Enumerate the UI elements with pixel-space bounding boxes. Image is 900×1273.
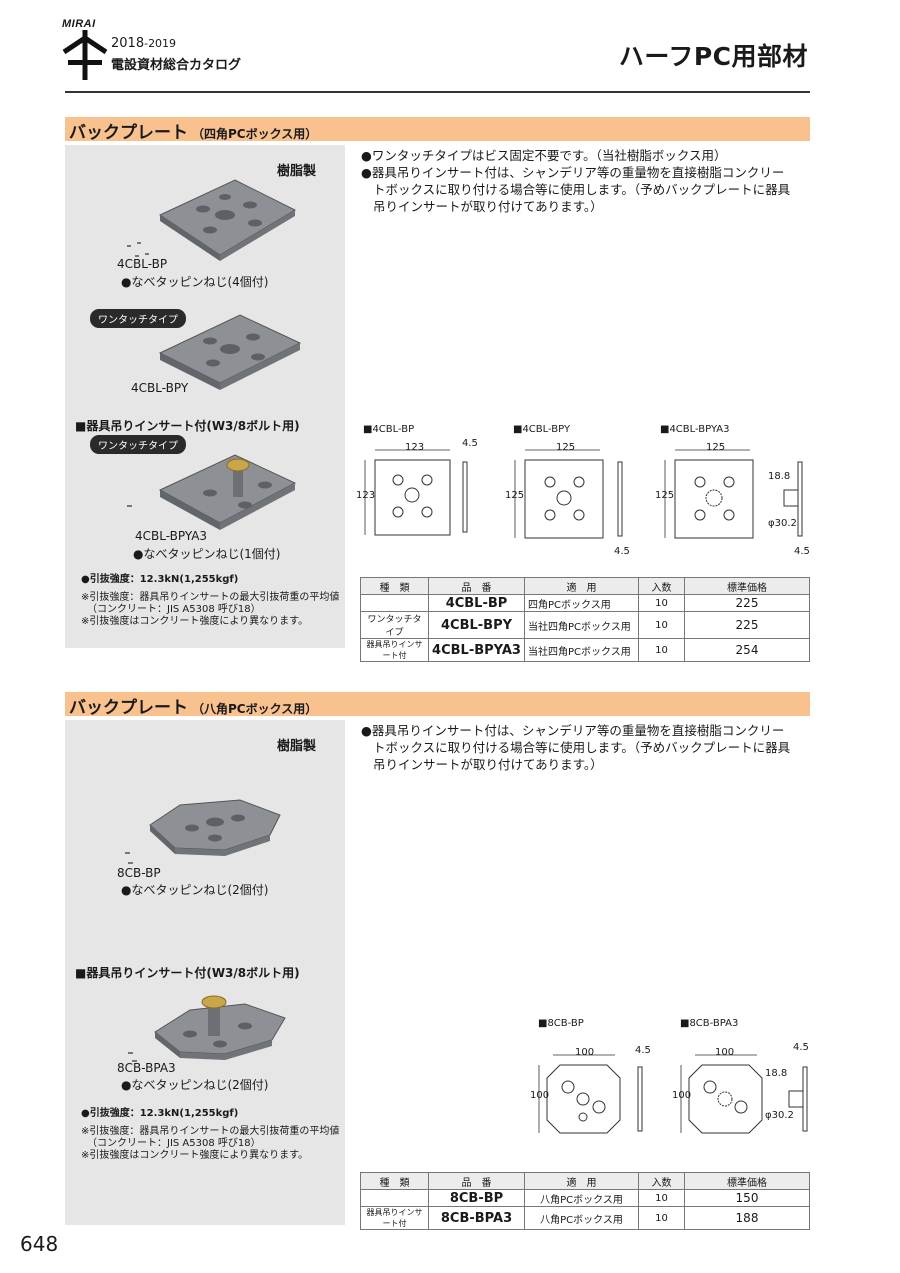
dim-100-side-b: 100 <box>672 1090 692 1101</box>
plate-8cb-bpa3-image <box>128 995 286 1062</box>
section2-bullet-3: 吊りインサートが取り付けてあります。） <box>373 757 603 772</box>
dim-188-a: 18.8 <box>768 471 791 482</box>
section2-note-3: ※引抜強度はコンクリート強度により異なります。 <box>81 1150 309 1161</box>
section2-title: バックプレート（八角PCボックス用） <box>69 698 318 718</box>
section2-bullet-2: トボックスに取り付ける場合等に使用します。（予めバックプレートに器具 <box>373 740 791 755</box>
table-row: ワンタッチタイプ 4CBL-BPY 当社四角PCボックス用 10 225 <box>360 611 810 639</box>
section1-bullet-3: トボックスに取り付ける場合等に使用します。（予めバックプレートに器具 <box>373 182 791 197</box>
section1-bullet-4: 吊りインサートが取り付けてあります。） <box>373 199 603 214</box>
section2-note-strength: ●引抜強度：12.3kN(1,255kgf) <box>81 1108 239 1119</box>
section2-title-bar: バックプレート（八角PCボックス用） <box>65 692 810 718</box>
section1-badge-onetouch: ワンタッチタイプ <box>90 309 186 328</box>
logo-text: MIRAI <box>62 18 96 30</box>
section1-title-bar: バックプレート（四角PCボックス用） <box>65 117 810 143</box>
section2-note-2: （コンクリート：JIS A5308 呼び18） <box>87 1138 261 1149</box>
dim-123-side: 123 <box>356 490 376 501</box>
section1-note-1: ※引抜強度：器具吊りインサートの最大引抜荷重の平均値 <box>81 592 340 603</box>
header-divider <box>65 91 810 93</box>
diagram-4cbl-bpy <box>514 449 623 539</box>
col-type: 種 類 <box>360 577 429 595</box>
dim-125-top-b: 125 <box>706 442 726 453</box>
dim-45-a: 4.5 <box>462 438 478 449</box>
table-row: 8CB-BP 八角PCボックス用 10 150 <box>360 1189 810 1207</box>
dim-125-side-b: 125 <box>655 490 675 501</box>
col-use: 適 用 <box>524 1172 639 1190</box>
dim-302-b: φ30.2 <box>765 1110 794 1121</box>
catalog-title: 電設資材総合カタログ <box>111 58 242 73</box>
section2-note-1: ※引抜強度：器具吊りインサートの最大引抜荷重の平均値 <box>81 1126 340 1137</box>
section1-diagram-label-3: ■4CBL-BPYA3 <box>660 424 730 435</box>
diagram-8cb-bp <box>538 1054 643 1134</box>
section1-diagram-label-1: ■4CBL-BP <box>363 424 415 435</box>
dim-125-top-a: 125 <box>556 442 576 453</box>
section1-p2-code: 4CBL-BPY <box>131 381 189 395</box>
col-code: 品 番 <box>428 577 525 595</box>
section1-title: バックプレート（四角PCボックス用） <box>69 123 318 143</box>
page-title: ハーフPC用部材 <box>618 42 808 71</box>
diagram-4cbl-bp <box>364 449 468 536</box>
diagram-8cb-bpa3 <box>680 1054 808 1134</box>
section1-diagram-label-2: ■4CBL-BPY <box>513 424 571 435</box>
section1-note-2: （コンクリート：JIS A5308 呼び18） <box>87 604 261 615</box>
section1-note-strength: ●引抜強度：12.3kN(1,255kgf) <box>81 574 239 585</box>
table-row: 器具吊りインサート付 8CB-BPA3 八角PCボックス用 10 188 <box>360 1206 810 1230</box>
section2-material: 樹脂製 <box>277 739 317 754</box>
col-type: 種 類 <box>360 1172 429 1190</box>
section2-p2-note: ●なべタッピンねじ(2個付) <box>121 1078 269 1092</box>
section2-p1-code: 8CB-BP <box>117 866 161 880</box>
section2-p2-code: 8CB-BPA3 <box>117 1061 176 1075</box>
section1-bullet-2: ●器具吊りインサート付は、シャンデリア等の重量物を直接樹脂コンクリー <box>361 165 785 180</box>
section1-badge-onetouch-2: ワンタッチタイプ <box>90 435 186 454</box>
section2-product-panel: 樹脂製 8CB-BP ●なべタッピンねじ(2個付) ■器具吊りインサート付(W3… <box>65 720 345 1225</box>
section1-p1-code: 4CBL-BP <box>117 257 168 271</box>
plate-4cbl-bpy-image <box>158 314 302 390</box>
table-header-row: 種 類 品 番 適 用 入数 標準価格 <box>360 577 810 595</box>
plate-8cb-bp-image <box>125 799 281 864</box>
brand-logo: MIRAI <box>62 18 108 80</box>
diagram-4cbl-bpya3 <box>664 449 803 539</box>
section1-p1-note: ●なべタッピンねじ(4個付) <box>121 275 269 289</box>
col-qty: 入数 <box>638 577 685 595</box>
section1-bullet-1: ●ワンタッチタイプはビス固定不要です。（当社樹脂ボックス用） <box>361 148 727 163</box>
section1-spec-table: 種 類 品 番 適 用 入数 標準価格 4CBL-BP 四角PCボックス用 10… <box>360 577 810 662</box>
plate-4cbl-bp-image <box>127 179 297 261</box>
col-code: 品 番 <box>428 1172 525 1190</box>
section1-product-panel: 樹脂製 4CBL-BP ●なべタッピンねじ(4個付) ワンタッチタイプ 4CBL… <box>65 145 345 648</box>
plate-4cbl-bpya3-image <box>127 454 297 530</box>
col-price: 標準価格 <box>684 577 810 595</box>
dim-188-b: 18.8 <box>765 1068 788 1079</box>
dim-45-b: 4.5 <box>614 546 630 557</box>
col-qty: 入数 <box>638 1172 685 1190</box>
section1-material: 樹脂製 <box>277 164 317 179</box>
dim-100-side-a: 100 <box>530 1090 550 1101</box>
catalog-year: 2018-2019 <box>111 36 177 51</box>
section1-note-3: ※引抜強度はコンクリート強度により異なります。 <box>81 616 309 627</box>
dim-45-e: 4.5 <box>793 1042 809 1053</box>
page-number: 648 <box>20 1232 59 1256</box>
section1-description: ●ワンタッチタイプはビス固定不要です。（当社樹脂ボックス用） ●器具吊りインサー… <box>361 147 811 215</box>
dim-100-top-b: 100 <box>715 1047 735 1058</box>
section1-p3-code: 4CBL-BPYA3 <box>135 529 208 543</box>
section1-insert-heading: ■器具吊りインサート付(W3/8ボルト用) <box>75 419 300 433</box>
dim-123-top: 123 <box>405 442 425 453</box>
section2-p1-note: ●なべタッピンねじ(2個付) <box>121 883 269 897</box>
section1-p3-note: ●なべタッピンねじ(1個付) <box>133 547 281 561</box>
dim-45-d: 4.5 <box>635 1045 651 1056</box>
dim-45-c: 4.5 <box>794 546 810 557</box>
section2-description: ●器具吊りインサート付は、シャンデリア等の重量物を直接樹脂コンクリー トボックス… <box>361 722 811 773</box>
dim-302-a: φ30.2 <box>768 518 797 529</box>
section2-insert-heading: ■器具吊りインサート付(W3/8ボルト用) <box>75 966 300 980</box>
col-use: 適 用 <box>524 577 639 595</box>
dim-100-top-a: 100 <box>575 1047 595 1058</box>
table-row: 4CBL-BP 四角PCボックス用 10 225 <box>360 594 810 612</box>
dim-125-side-a: 125 <box>505 490 525 501</box>
table-header-row: 種 類 品 番 適 用 入数 標準価格 <box>360 1172 810 1190</box>
col-price: 標準価格 <box>684 1172 810 1190</box>
section2-bullet-1: ●器具吊りインサート付は、シャンデリア等の重量物を直接樹脂コンクリー <box>361 723 785 738</box>
section2-diagram-label-1: ■8CB-BP <box>538 1018 584 1029</box>
section2-diagram-label-2: ■8CB-BPA3 <box>680 1018 739 1029</box>
section2-spec-table: 種 類 品 番 適 用 入数 標準価格 8CB-BP 八角PCボックス用 10 … <box>360 1172 810 1230</box>
table-row: 器具吊りインサート付 4CBL-BPYA3 当社四角PCボックス用 10 254 <box>360 638 810 662</box>
logo-mark-icon <box>62 30 108 80</box>
